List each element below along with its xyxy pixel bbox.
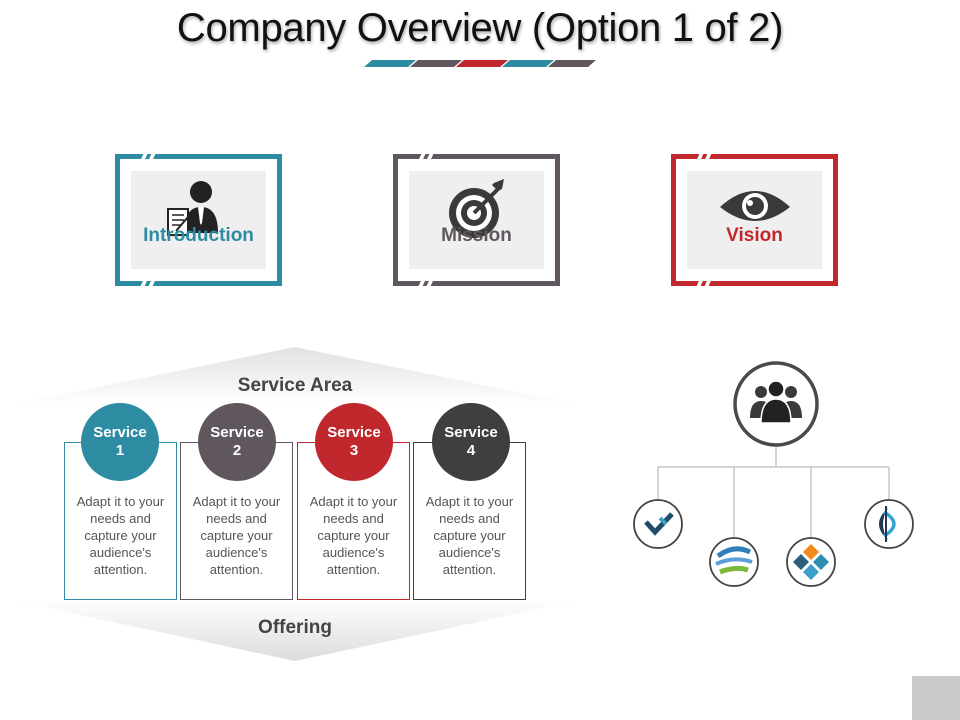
card-mission[interactable]: Mission xyxy=(393,150,560,290)
service-card-3[interactable]: Adapt it to your needs and capture your … xyxy=(297,442,410,600)
corner-block xyxy=(912,676,960,720)
card-label-introduction: Introduction xyxy=(143,225,254,246)
service-card-4[interactable]: Adapt it to your needs and capture your … xyxy=(413,442,526,600)
service-1-title: Service xyxy=(93,424,147,441)
checkmark-logo-icon xyxy=(633,499,683,549)
service-4-title: Service xyxy=(444,424,498,441)
service-3-number: 3 xyxy=(349,442,359,459)
service-circle-3: Service 3 xyxy=(315,403,393,481)
org-connectors xyxy=(657,445,890,538)
title-decoration xyxy=(364,60,596,67)
service-2-description: Adapt it to your needs and capture your … xyxy=(192,494,281,577)
businessman-document-icon xyxy=(166,181,218,236)
service-4-number: 4 xyxy=(466,442,476,459)
service-1-number: 1 xyxy=(115,442,125,459)
card-label-vision: Vision xyxy=(726,225,783,246)
card-introduction[interactable]: Introduction xyxy=(115,150,282,290)
service-area-label: Service Area xyxy=(237,375,353,396)
service-2-number: 2 xyxy=(232,442,242,459)
service-circle-1: Service 1 xyxy=(81,403,159,481)
target-arrow-icon xyxy=(448,179,504,238)
service-card-2[interactable]: Adapt it to your needs and capture your … xyxy=(180,442,293,600)
diamond-tiles-logo-icon xyxy=(786,537,836,587)
card-label-mission: Mission xyxy=(441,225,512,246)
service-circle-4: Service 4 xyxy=(432,403,510,481)
service-1-description: Adapt it to your needs and capture your … xyxy=(76,494,165,577)
globe-swoosh-logo-icon xyxy=(709,537,759,587)
service-2-title: Service xyxy=(210,424,264,441)
eye-icon xyxy=(719,191,790,221)
service-3-description: Adapt it to your needs and capture your … xyxy=(309,494,398,577)
service-4-description: Adapt it to your needs and capture your … xyxy=(425,494,514,577)
service-circle-2: Service 2 xyxy=(198,403,276,481)
page-title: Company Overview (Option 1 of 2) xyxy=(176,6,784,50)
team-group-icon xyxy=(733,361,819,447)
service-area-background xyxy=(10,347,582,661)
card-vision[interactable]: Vision xyxy=(671,150,838,290)
crescent-logo-icon xyxy=(864,499,914,549)
service-3-title: Service xyxy=(327,424,381,441)
offering-label: Offering xyxy=(258,617,332,638)
